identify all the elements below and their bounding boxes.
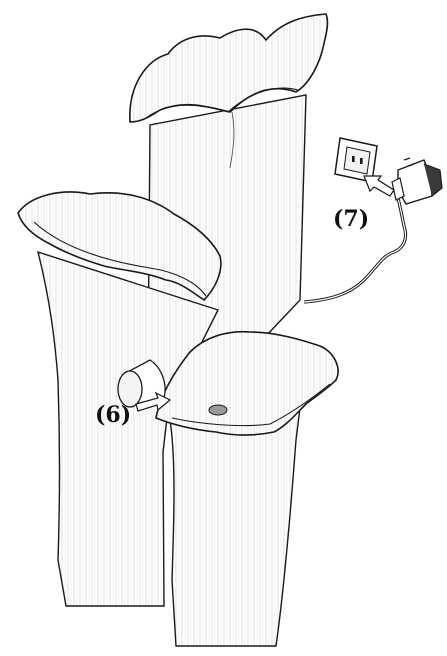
pump-callout-label: (6) bbox=[95, 404, 131, 426]
front-vessel bbox=[156, 332, 338, 646]
plug-callout-label: (7) bbox=[333, 208, 369, 230]
socket-pointer-arrow-icon bbox=[364, 176, 394, 196]
front-vessel-spout-hole bbox=[209, 405, 227, 415]
power-adapter-icon bbox=[392, 158, 442, 204]
